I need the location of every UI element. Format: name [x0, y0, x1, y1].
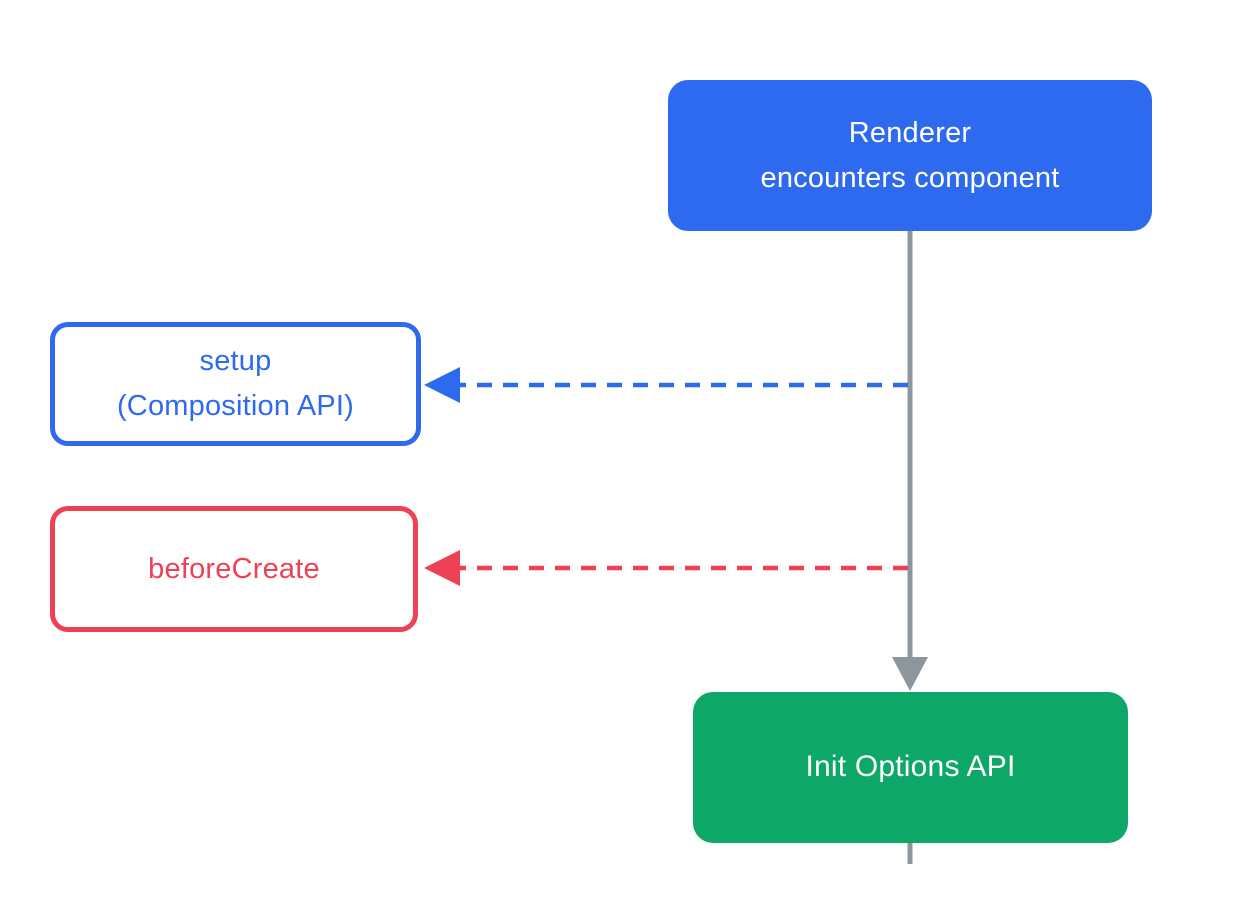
setup-arrowhead-icon: [424, 367, 460, 403]
node-init-options-api: Init Options API: [693, 692, 1128, 843]
main-flow-arrowhead-icon: [892, 657, 928, 691]
before-create-arrowhead-icon: [424, 550, 460, 586]
node-renderer-line1: Renderer: [848, 116, 972, 149]
node-renderer-encounters-component: Renderer encounters component: [668, 80, 1152, 231]
node-setup-line2: (Composition API): [116, 390, 355, 422]
node-before-create: beforeCreate: [50, 506, 418, 632]
node-init-options-label: Init Options API: [805, 750, 1016, 784]
node-setup-composition-api: setup (Composition API): [50, 322, 421, 446]
node-renderer-line2: encounters component: [760, 161, 1060, 194]
node-setup-line1: setup: [199, 345, 272, 378]
node-before-create-label: beforeCreate: [148, 552, 320, 585]
